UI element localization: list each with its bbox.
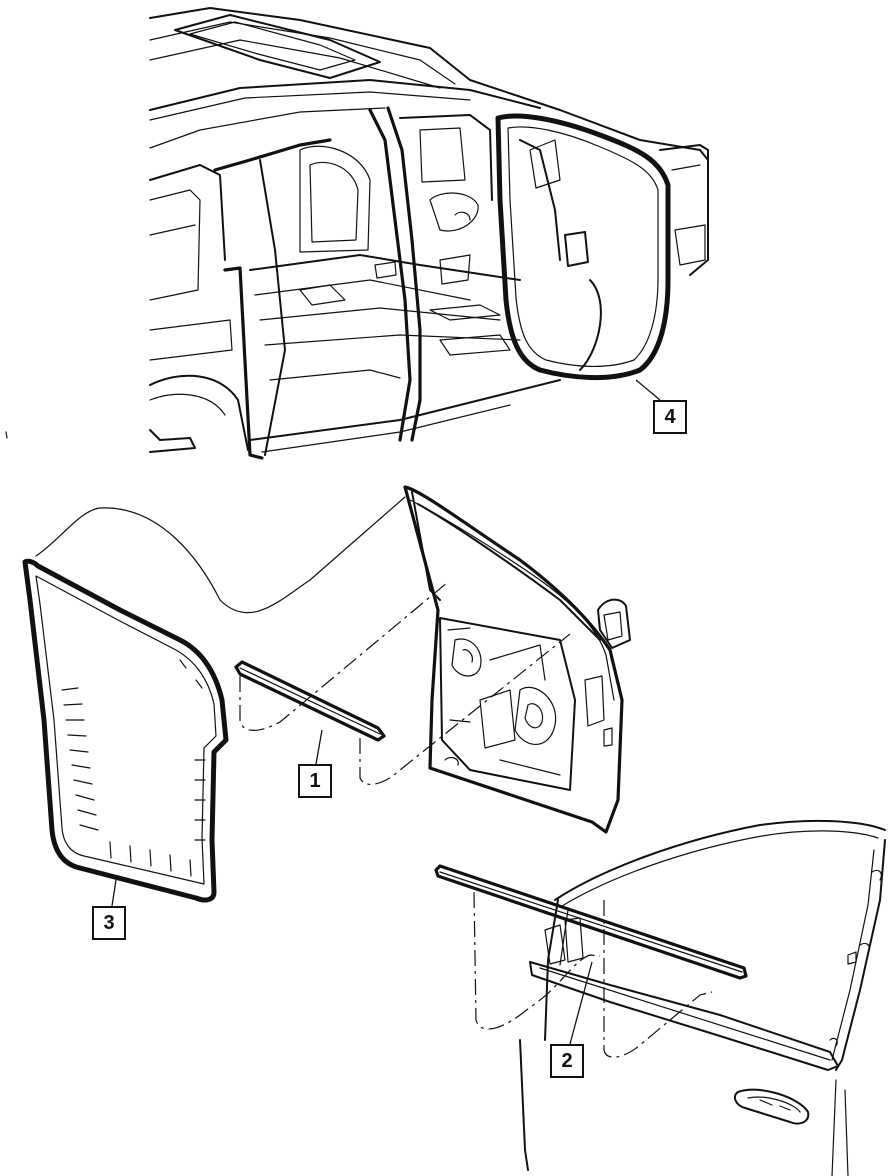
- callout-1-label: 1: [309, 769, 321, 792]
- leader-line-3: [111, 879, 117, 907]
- part-1-belt-weatherstrip-inner: [234, 660, 386, 742]
- phantom-line-1a: [239, 581, 449, 731]
- callout-1-box: 1: [298, 764, 332, 798]
- callout-3-label: 3: [103, 911, 115, 934]
- phantom-line-2b: [603, 900, 713, 1058]
- vehicle-body-shell: [149, 7, 709, 460]
- callout-2-box: 2: [550, 1044, 584, 1078]
- callout-2-label: 2: [561, 1049, 573, 1072]
- stray-mark: [5, 431, 8, 439]
- leader-line-4: [635, 379, 661, 401]
- phantom-line-2a: [473, 891, 601, 1030]
- part-3-door-weatherstrip: [22, 558, 229, 903]
- phantom-routing-line-3: [35, 496, 406, 614]
- phantom-line-1b: [359, 633, 571, 786]
- leader-line-1: [315, 729, 323, 765]
- callout-4-label: 4: [664, 405, 676, 428]
- callout-3-box: 3: [92, 906, 126, 940]
- front-door-inner-panel: [403, 485, 631, 834]
- front-door-outer-panel: [519, 819, 886, 1176]
- callout-4-box: 4: [653, 400, 687, 434]
- leader-line-2: [569, 961, 593, 1045]
- part-2-belt-weatherstrip-outer: [434, 864, 748, 980]
